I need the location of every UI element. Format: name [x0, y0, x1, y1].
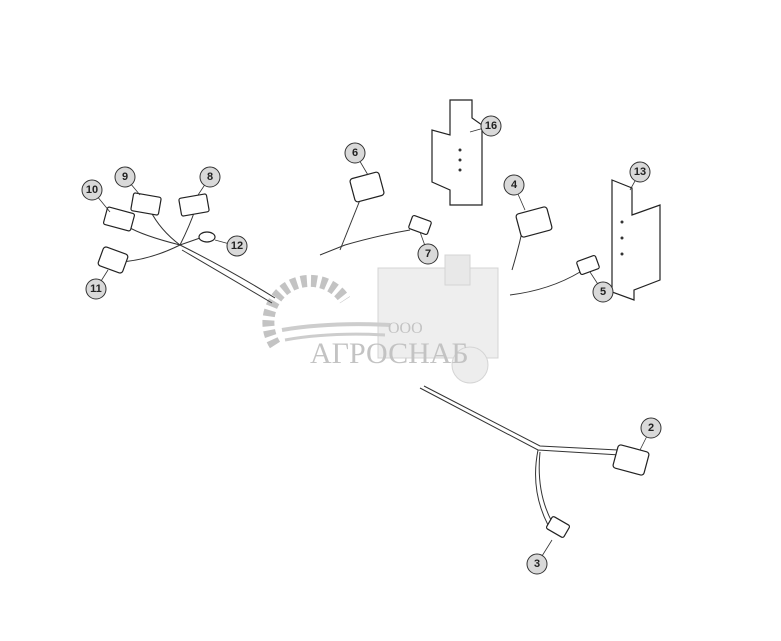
watermark-prefix: ООО — [388, 320, 423, 337]
callout-circle — [199, 166, 221, 188]
callout-8: 8 — [197, 166, 221, 196]
callout-label: 13 — [634, 166, 646, 178]
callout-label: 8 — [207, 171, 213, 183]
connector-8 — [178, 193, 210, 217]
connector-7 — [408, 214, 432, 236]
callout-3: 3 — [526, 539, 553, 575]
gear-icon — [262, 274, 351, 349]
connector-2 — [612, 444, 650, 476]
callout-label: 16 — [485, 120, 497, 132]
callout-circle — [417, 243, 439, 265]
callout-label: 9 — [122, 171, 128, 183]
callout-label: 7 — [425, 248, 431, 260]
callout-11: 11 — [85, 269, 109, 300]
callout-7: 7 — [417, 231, 439, 265]
callout-circle — [640, 417, 662, 439]
callout-layer: 16 6 13 9 8 4 10 12 7 11 5 2 3 — [81, 115, 662, 575]
callout-circle — [526, 553, 548, 575]
callout-circle — [81, 179, 103, 201]
callout-label: 10 — [86, 184, 98, 196]
callout-circle — [114, 166, 136, 188]
connector-9 — [130, 192, 162, 216]
callout-circle — [85, 278, 107, 300]
callout-circle — [344, 142, 366, 164]
callout-13: 13 — [629, 161, 651, 191]
connector-10 — [102, 206, 136, 232]
connector-6 — [349, 171, 385, 203]
watermark-logo: ООО АГРОСНАБ — [262, 254, 499, 384]
connector-5 — [576, 254, 600, 276]
callout-2: 2 — [639, 417, 662, 451]
callout-circle — [629, 161, 651, 183]
connector-11 — [97, 246, 129, 274]
combine-harvester-silhouette — [377, 267, 499, 359]
callout-label: 5 — [600, 286, 606, 298]
callout-10: 10 — [81, 179, 111, 213]
bracket-16 — [431, 99, 483, 206]
connector-12 — [198, 231, 216, 243]
callout-4: 4 — [503, 174, 526, 211]
callout-label: 6 — [352, 147, 358, 159]
connector-4 — [515, 206, 553, 238]
watermark-name: АГРОСНАБ — [310, 337, 469, 370]
callout-12: 12 — [214, 235, 248, 257]
callout-circle — [226, 235, 248, 257]
bracket-13 — [611, 179, 661, 301]
callout-6: 6 — [344, 142, 369, 176]
callout-5: 5 — [589, 271, 614, 303]
callout-label: 3 — [534, 558, 540, 570]
connector-3 — [545, 516, 571, 538]
callout-circle — [503, 174, 525, 196]
callout-9: 9 — [114, 166, 141, 196]
callout-label: 11 — [90, 283, 102, 295]
callout-label: 4 — [511, 179, 518, 191]
callout-16: 16 — [469, 115, 502, 137]
callout-circle — [480, 115, 502, 137]
callout-label: 12 — [231, 240, 243, 252]
callout-label: 2 — [648, 422, 654, 434]
callout-circle — [592, 281, 614, 303]
